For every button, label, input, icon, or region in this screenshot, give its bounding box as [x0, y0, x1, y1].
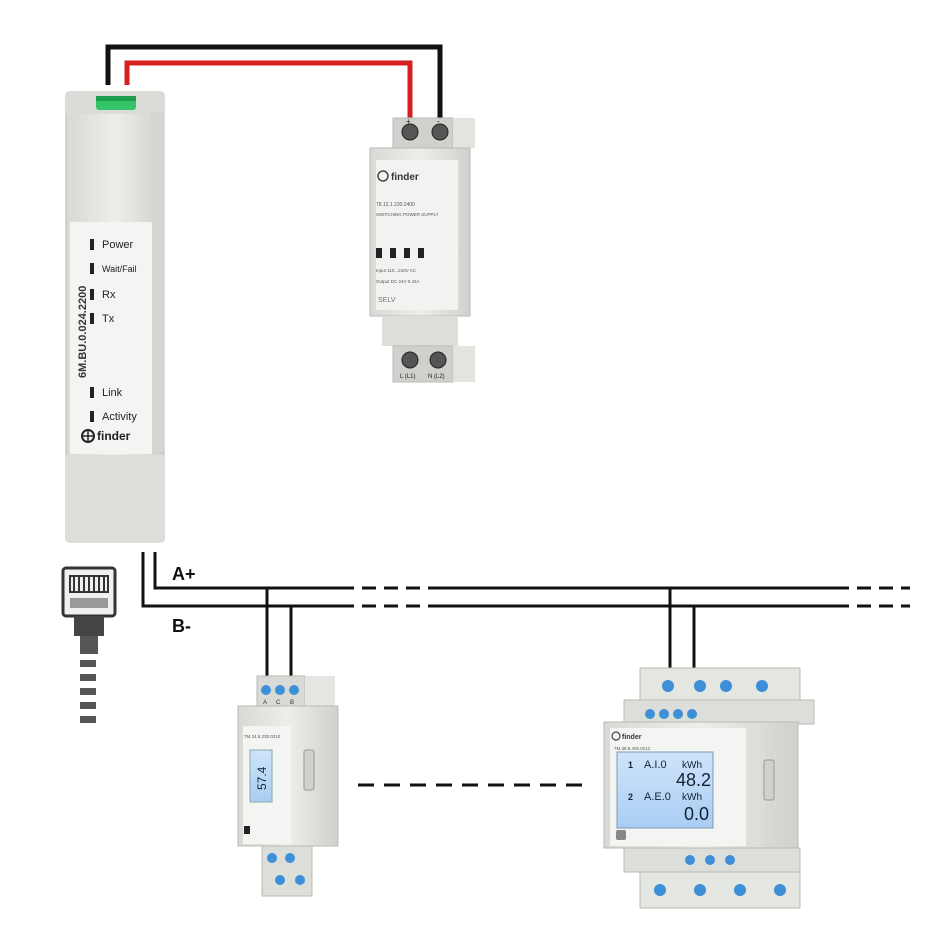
lcd-row2-index: 2	[628, 792, 633, 802]
lcd-row2-label: A.E.0	[644, 791, 671, 803]
led-label: Wait/Fail	[102, 264, 137, 274]
ps-terminal-n: N (L2)	[428, 374, 445, 380]
ps-type: SWITCHING POWER SUPPLY	[376, 212, 439, 217]
led-indicator-icon	[90, 313, 94, 324]
bus-a-label: A+	[172, 564, 196, 584]
gateway-brand: finder	[97, 429, 131, 443]
bus-b-wire	[141, 552, 340, 608]
ps-brand: finder	[391, 172, 419, 183]
led-label: Rx	[102, 289, 116, 301]
lcd-row1-unit: kWh	[682, 760, 702, 771]
led-panel	[70, 222, 152, 454]
energy-meter-large: finder 7M.38.8.400.0112 1 A.I.0 kWh 48.2…	[603, 667, 815, 909]
lcd-row1-label: A.I.0	[644, 759, 667, 771]
large-meter-brand: finder	[622, 734, 642, 741]
ps-input: Input 110...240V AC	[376, 268, 417, 273]
lcd-row2-unit: kWh	[682, 792, 702, 803]
ps-selv: SELV	[378, 297, 396, 304]
led-indicator-icon	[90, 289, 94, 300]
ps-output: Output DC 24V 0.42A	[376, 279, 420, 284]
small-terminal-b: B	[290, 700, 294, 706]
energy-meter-small: A C B 7M.24.8.230.0210 57.4	[237, 675, 339, 897]
ps-terminal-plus: +	[406, 117, 411, 126]
led-indicator-icon	[90, 411, 94, 422]
led-label: Activity	[102, 411, 137, 423]
small-terminal-a: A	[263, 700, 267, 706]
led-label: Tx	[102, 313, 115, 325]
led-label: Power	[102, 239, 134, 251]
led-indicator-icon	[90, 387, 94, 398]
small-terminal-c: C	[276, 700, 281, 706]
ps-terminal-l: L (L1)	[400, 374, 415, 380]
ethernet-rj45-icon	[61, 566, 117, 723]
bus-a-wire	[153, 552, 340, 590]
gateway-model-text: 6M.BU.0.024.2200	[77, 286, 89, 378]
modbus-gateway: 6M.BU.0.024.2200 PowerWait/FailRxTxLinkA…	[65, 91, 165, 543]
lcd-row1-value: 48.2	[676, 770, 711, 790]
bus-b-label: B-	[172, 616, 191, 636]
power-supply: + - finder 78.12.1.230.2400 SWITCHING PO…	[369, 117, 475, 383]
led-label: Link	[102, 387, 123, 399]
power-wires	[105, 44, 443, 118]
red-power-wire	[124, 60, 413, 118]
led-indicator-icon	[90, 263, 94, 274]
ps-terminal-minus: -	[437, 117, 440, 126]
ps-model: 78.12.1.230.2400	[376, 202, 415, 208]
small-meter-display: 57.4	[255, 766, 269, 790]
lcd-screen	[616, 751, 714, 829]
finder-logo-icon: finder	[81, 429, 131, 443]
small-meter-model: 7M.24.8.230.0210	[244, 734, 281, 739]
rs485-bus: A+ B-	[141, 552, 910, 787]
lcd-row1-index: 1	[628, 760, 633, 770]
large-meter-model: 7M.38.8.400.0112	[614, 746, 650, 751]
lcd-row2-value: 0.0	[684, 804, 709, 824]
black-power-wire	[105, 44, 443, 118]
led-indicator-icon	[90, 239, 94, 250]
